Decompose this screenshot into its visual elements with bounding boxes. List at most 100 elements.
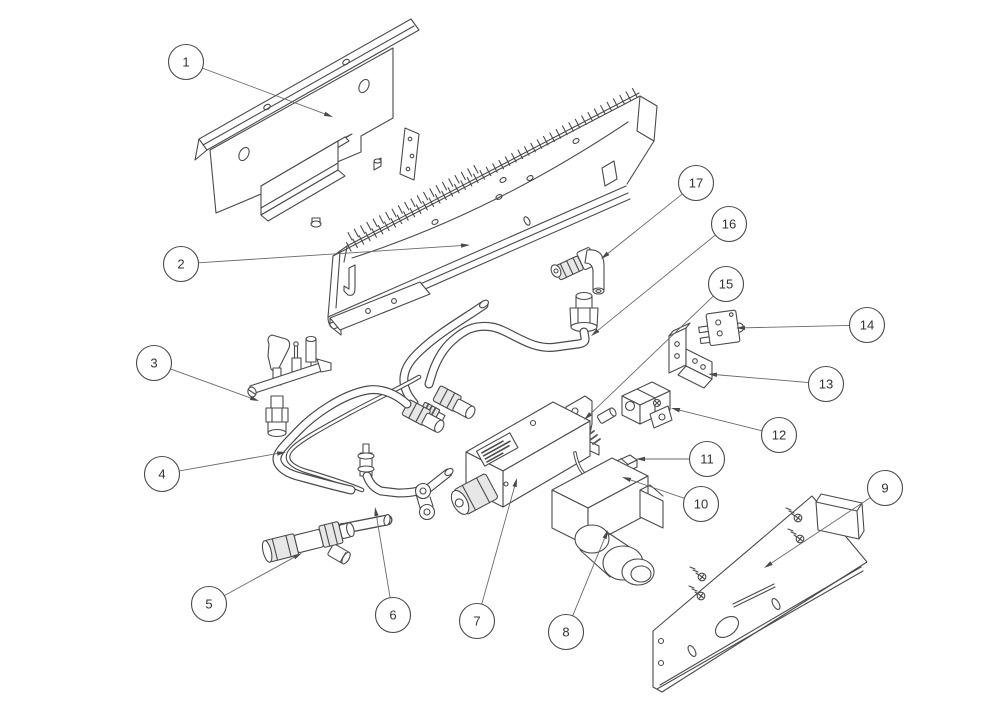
callout-7-leader xyxy=(481,486,516,605)
callout-14-number: 14 xyxy=(860,318,874,333)
callout-11-balloon[interactable]: 11 xyxy=(688,440,726,478)
callout-2-arrow xyxy=(460,243,470,248)
callout-10-number: 10 xyxy=(694,497,708,512)
part-7-gas-valve xyxy=(450,395,638,515)
callout-10-arrow xyxy=(622,477,632,482)
callout-12: 12 xyxy=(671,408,798,454)
callout-5-balloon[interactable]: 5 xyxy=(190,585,228,623)
callout-2-leader xyxy=(198,245,462,264)
callout-9-leader xyxy=(771,497,871,564)
callout-13-leader xyxy=(716,374,809,383)
callout-13-number: 13 xyxy=(819,377,833,392)
callout-8-number: 8 xyxy=(562,625,569,640)
callout-4-arrow xyxy=(276,451,286,456)
part-16-pilot-pipe xyxy=(419,291,599,422)
callout-15-number: 15 xyxy=(719,277,733,292)
callout-3-number: 3 xyxy=(150,356,157,371)
callout-1-number: 1 xyxy=(182,55,189,70)
callout-1-leader xyxy=(202,67,325,115)
callout-4: 4 xyxy=(143,451,286,493)
callout-14-balloon[interactable]: 14 xyxy=(848,306,886,344)
callout-12-balloon[interactable]: 12 xyxy=(760,416,798,454)
callout-9-arrow xyxy=(764,561,773,568)
callout-9-balloon[interactable]: 9 xyxy=(866,469,904,507)
callout-7-number: 7 xyxy=(473,614,480,629)
part-17-elbow-fitting xyxy=(550,247,605,295)
callout-4-number: 4 xyxy=(158,467,165,482)
callout-12-number: 12 xyxy=(772,428,786,443)
callout-1-arrow xyxy=(323,111,333,117)
callout-14: 14 xyxy=(736,306,886,344)
callout-17-arrow xyxy=(601,251,610,259)
callout-8-arrow xyxy=(602,530,608,540)
callout-7-balloon[interactable]: 7 xyxy=(458,602,496,640)
callout-13: 13 xyxy=(708,365,845,403)
callout-6-arrow xyxy=(374,507,379,517)
callout-17-leader xyxy=(607,193,683,254)
part-1-top-bracket xyxy=(194,18,420,228)
callout-4-leader xyxy=(179,453,278,472)
callout-2-number: 2 xyxy=(177,257,184,272)
pilot-injector xyxy=(357,443,375,477)
callout-3: 3 xyxy=(135,344,259,401)
callout-10-balloon[interactable]: 10 xyxy=(682,485,720,523)
callout-9: 9 xyxy=(764,469,904,568)
callout-13-arrow xyxy=(708,372,718,377)
callout-15-leader xyxy=(590,295,714,415)
callout-16-leader xyxy=(597,234,716,331)
part-3-pilot-burner xyxy=(247,334,332,438)
callout-16-arrow xyxy=(591,328,600,336)
callout-10-leader xyxy=(630,479,685,499)
callout-5: 5 xyxy=(190,553,302,623)
callout-5-leader xyxy=(224,556,295,596)
callout-17-balloon[interactable]: 17 xyxy=(677,164,715,202)
part-13-bracket xyxy=(668,322,713,389)
callout-17: 17 xyxy=(601,164,715,259)
callout-7: 7 xyxy=(458,478,517,640)
part-9-mounting-panel xyxy=(652,493,868,693)
part-8-knob-valve xyxy=(551,457,664,586)
callout-8: 8 xyxy=(547,530,608,651)
callout-11-arrow xyxy=(636,456,645,462)
callout-11: 11 xyxy=(636,440,726,478)
callout-3-leader xyxy=(170,368,251,399)
callout-13-balloon[interactable]: 13 xyxy=(807,365,845,403)
callout-8-balloon[interactable]: 8 xyxy=(547,613,585,651)
callout-6-leader xyxy=(376,515,391,598)
part-4-tubing-assembly xyxy=(272,299,489,521)
callout-4-balloon[interactable]: 4 xyxy=(143,455,181,493)
callout-6: 6 xyxy=(374,507,412,634)
callout-12-arrow xyxy=(671,408,681,413)
callout-5-number: 5 xyxy=(205,597,212,612)
callout-6-balloon[interactable]: 6 xyxy=(374,596,412,634)
callout-16-number: 16 xyxy=(722,217,736,232)
callout-7-arrow xyxy=(512,478,517,488)
callout-14-arrow xyxy=(736,325,746,330)
callout-5-arrow xyxy=(293,553,302,560)
callout-16: 16 xyxy=(591,205,748,336)
callout-3-balloon[interactable]: 3 xyxy=(135,344,173,382)
callout-11-number: 11 xyxy=(700,452,714,467)
callout-1-balloon[interactable]: 1 xyxy=(167,43,205,81)
burner-flame-ports xyxy=(345,87,638,252)
callout-14-leader xyxy=(744,324,850,329)
callout-10: 10 xyxy=(622,477,720,523)
callout-15-balloon[interactable]: 15 xyxy=(707,265,745,303)
callout-2-balloon[interactable]: 2 xyxy=(162,245,200,283)
callout-16-balloon[interactable]: 16 xyxy=(710,205,748,243)
callout-15-arrow xyxy=(584,412,593,420)
callout-12-leader xyxy=(679,409,763,432)
tube-clamp-link xyxy=(414,482,436,521)
part-2-burner-rail xyxy=(327,87,658,336)
callout-2: 2 xyxy=(162,243,470,283)
callout-1: 1 xyxy=(167,43,333,117)
valve-label xyxy=(475,432,519,467)
panel-screw xyxy=(689,566,707,582)
callout-8-leader xyxy=(572,538,605,616)
part-5-tee-fitting xyxy=(261,521,355,565)
callout-3-arrow xyxy=(249,395,259,401)
callout-15: 15 xyxy=(584,265,745,420)
callout-9-number: 9 xyxy=(881,481,888,496)
